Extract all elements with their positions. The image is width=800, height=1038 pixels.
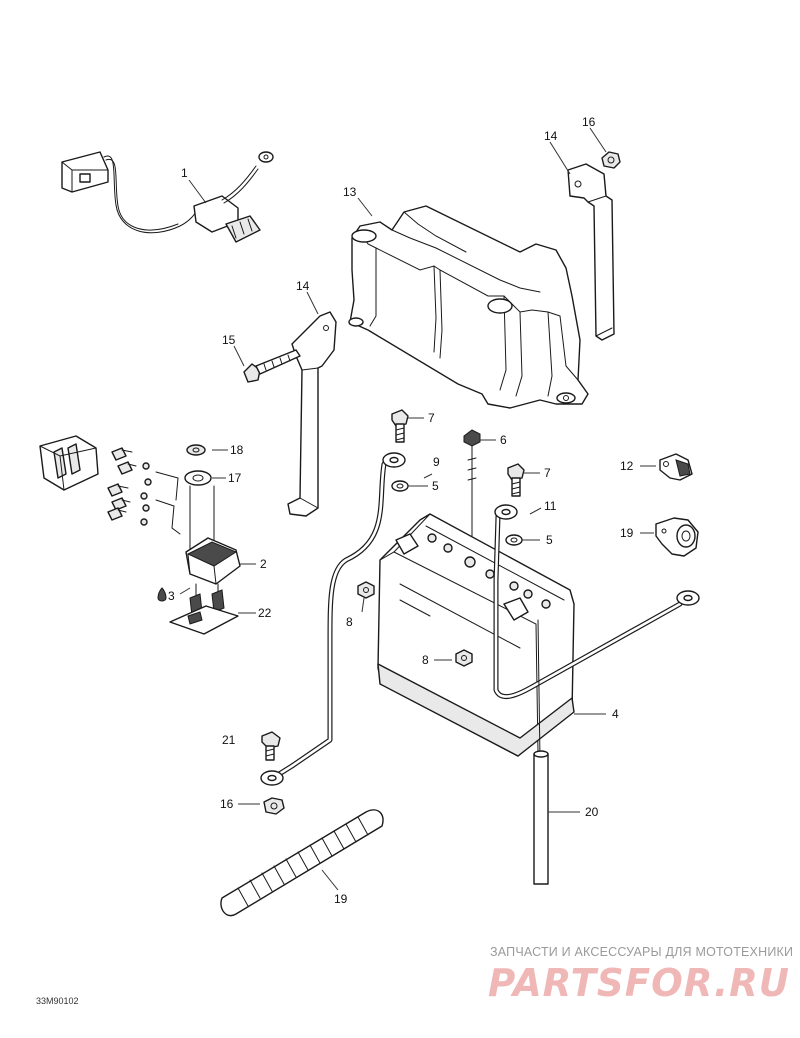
terminal-boot-part[interactable] — [655, 517, 699, 557]
terminal-bolt-part[interactable] — [463, 429, 481, 537]
nut-8a-part[interactable] — [357, 581, 375, 599]
callout-11: 11 — [544, 499, 557, 513]
callout-6: 6 — [500, 433, 507, 447]
nut-top-part[interactable] — [601, 151, 621, 169]
bracket-right-part[interactable] — [567, 163, 615, 341]
callout-18: 18 — [230, 443, 244, 457]
nut-bottom-part[interactable] — [263, 797, 285, 815]
bolt-21-part[interactable] — [261, 731, 281, 761]
nut-8b-part[interactable] — [455, 649, 473, 667]
bolt-7a-part[interactable] — [391, 409, 409, 443]
module-2-part[interactable] — [185, 485, 241, 585]
figure-code: 33M90102 — [36, 996, 79, 1006]
leader-lines — [179, 127, 656, 891]
washer-17-part[interactable] — [184, 470, 212, 486]
battery-cover-part[interactable] — [348, 205, 589, 409]
cable-11-part[interactable] — [493, 504, 700, 699]
watermark: ЗАПЧАСТИ И АКСЕССУАРЫ ДЛЯ МОТОТЕХНИКИ PA… — [488, 945, 793, 1005]
base-plate-22-part[interactable] — [169, 583, 239, 635]
callout-3: 3 — [168, 589, 175, 603]
callout-17: 17 — [228, 471, 242, 485]
vent-tube-part[interactable] — [533, 619, 549, 885]
callout-21: 21 — [222, 733, 236, 747]
callout-9: 9 — [433, 455, 440, 469]
callout-16-bottom: 16 — [220, 797, 234, 811]
callout-13: 13 — [343, 185, 357, 199]
callout-7-top: 7 — [428, 411, 435, 425]
screw-part[interactable] — [243, 349, 301, 383]
callout-14-left: 14 — [296, 279, 310, 293]
callout-14-right: 14 — [544, 129, 558, 143]
wiring-harness-part[interactable] — [61, 151, 274, 243]
callout-7-mid: 7 — [544, 466, 551, 480]
watermark-tagline: ЗАПЧАСТИ И АКСЕССУАРЫ ДЛЯ МОТОТЕХНИКИ — [490, 945, 793, 959]
callout-4: 4 — [612, 707, 619, 721]
washer-5a-part[interactable] — [391, 480, 409, 492]
callout-16-top: 16 — [582, 115, 596, 129]
bolt-7b-part[interactable] — [507, 463, 525, 497]
callout-20: 20 — [585, 805, 599, 819]
washer-5b-part[interactable] — [505, 534, 523, 546]
callout-5-left: 5 — [432, 479, 439, 493]
callout-labels: 1 13 14 16 14 15 18 17 2 3 22 7 6 9 7 5 … — [168, 115, 634, 906]
terminal-pins-part[interactable] — [107, 447, 181, 535]
callout-1: 1 — [181, 166, 188, 180]
bracket-left-part[interactable] — [287, 311, 337, 517]
watermark-logo: PARTSFOR.RU — [488, 961, 790, 1005]
callout-8-mid: 8 — [422, 653, 429, 667]
callout-5-right: 5 — [546, 533, 553, 547]
callout-15: 15 — [222, 333, 236, 347]
callout-19-right: 19 — [620, 526, 634, 540]
connector-housing-part[interactable] — [39, 435, 99, 491]
conduit-part[interactable] — [220, 809, 384, 917]
washer-18-part[interactable] — [186, 444, 206, 456]
battery-part[interactable] — [377, 513, 575, 757]
callout-2: 2 — [260, 557, 267, 571]
cable-9-part[interactable] — [260, 452, 406, 786]
callout-19-bottom: 19 — [334, 892, 348, 906]
callout-8-left: 8 — [346, 615, 353, 629]
callout-22: 22 — [258, 606, 272, 620]
callout-12: 12 — [620, 459, 634, 473]
clamp-part[interactable] — [659, 453, 693, 481]
sealant-3-part[interactable] — [157, 587, 167, 602]
